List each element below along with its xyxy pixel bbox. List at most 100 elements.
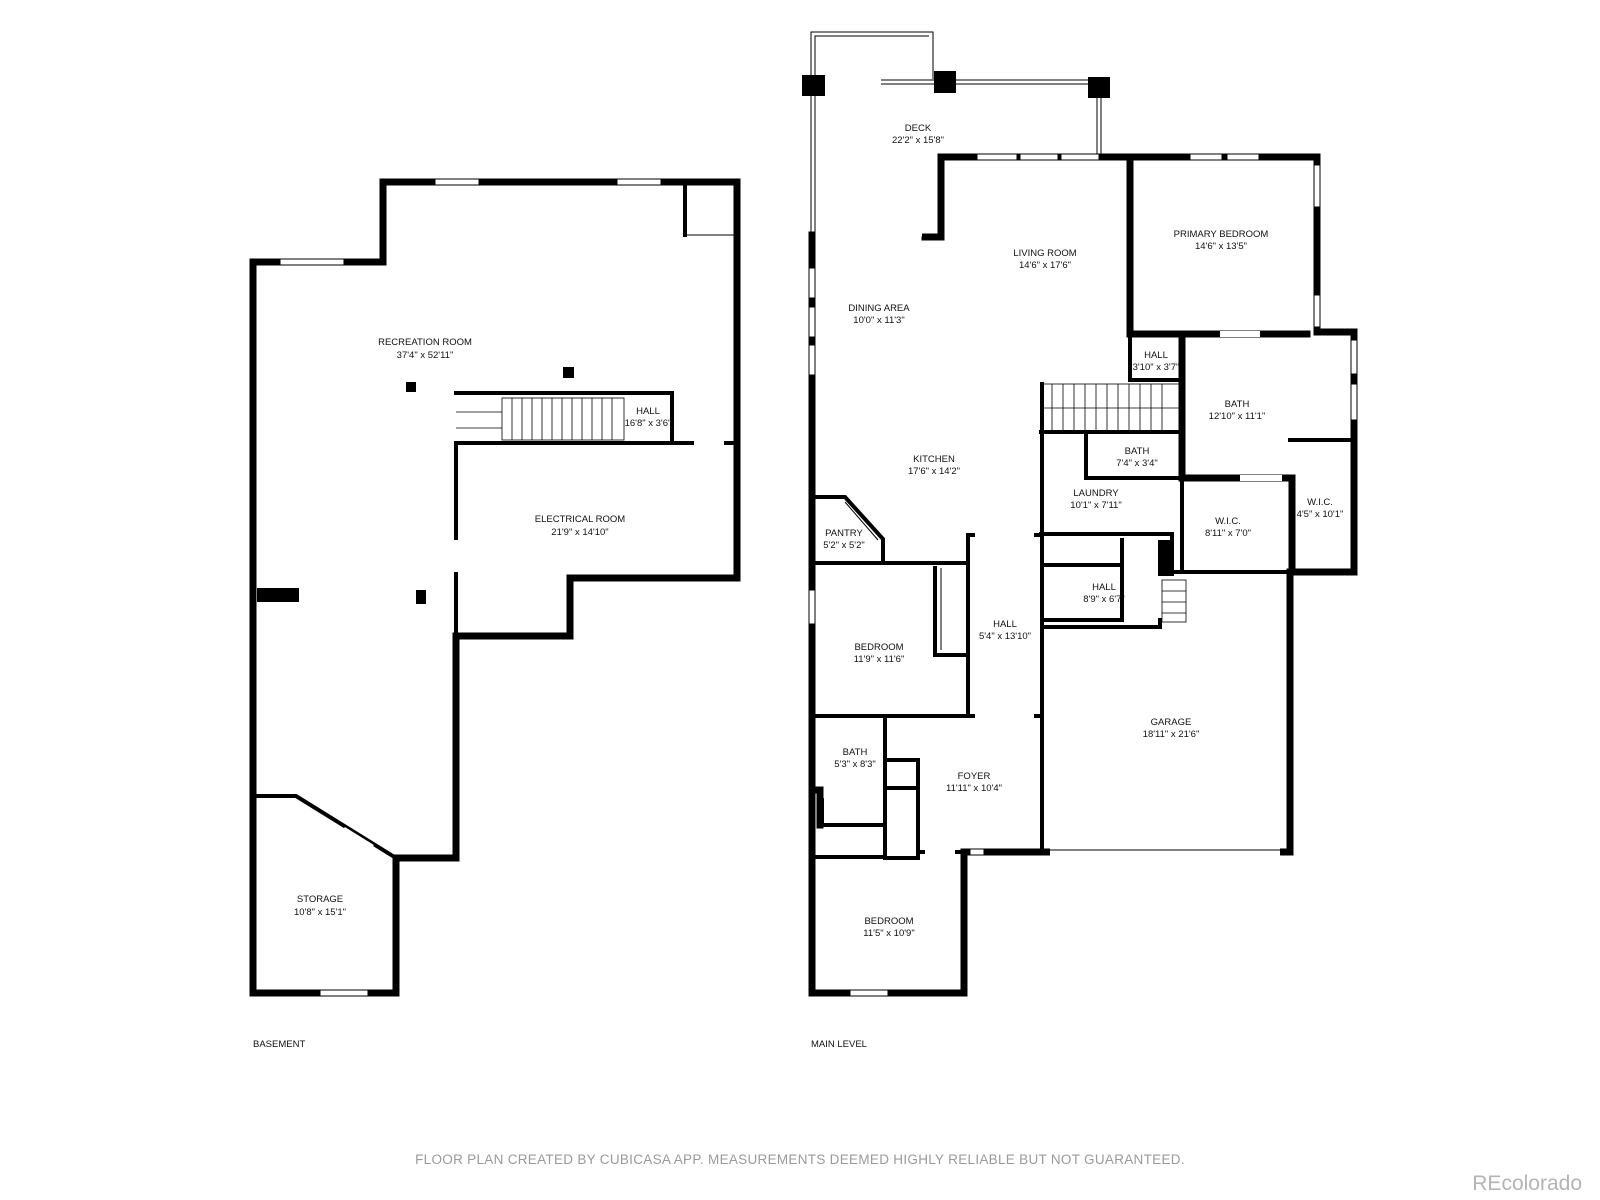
main-window [808,267,816,299]
room-size-bedroom-1: 11'9" x 11'6" [854,654,905,665]
basement-stairs [456,397,625,441]
room-size-dining: 10'0" x 11'3" [853,315,904,326]
main-window [1350,339,1358,375]
main-stairs [1040,383,1183,433]
basement-window [319,989,369,997]
room-name-bedroom-1: BEDROOM [854,642,903,653]
pantry-wall [844,501,879,541]
room-size-small-bath: 7'4" x 3'4" [1116,458,1158,469]
deck-post [934,71,956,93]
room-name-basement-hall: HALL [636,406,660,417]
deck-railing [810,31,934,86]
room-size-primary-bedroom: 14'6" x 13'5" [1195,241,1247,252]
interior-wall [820,714,887,827]
main-window [1019,153,1059,161]
room-size-deck: 22'2" x 15'8" [892,135,944,146]
room-name-pantry: PANTRY [825,528,863,539]
room-name-bedroom-2: BEDROOM [864,916,913,927]
room-size-bedroom-2: 11'5" x 10'9" [863,928,914,939]
mechanical-nook-wall [684,182,737,236]
main-level-plan: DECK 22'2" x 15'8" LIVING ROOM 14'6" x 1… [802,31,1358,997]
basement-window [279,258,345,266]
room-size-kitchen: 17'6" x 14'2" [908,466,960,477]
interior-wall [1084,430,1184,480]
main-window [1226,153,1260,161]
room-name-small-bath: BATH [1125,446,1150,457]
room-name-primary-bedroom: PRIMARY BEDROOM [1174,229,1269,240]
room-name-kitchen: KITCHEN [913,454,955,465]
basement-door-opening [341,827,374,851]
basement-plan: RECREATION ROOM 37'4" x 52'11" HALL 16'8… [249,178,741,997]
room-name-wic-small: W.I.C. [1307,497,1333,508]
room-size-wic-small: 4'5" x 10'1" [1297,509,1344,520]
room-size-hall-middle: 8'9" x 6'7" [1083,594,1125,605]
room-name-primary-bath: BATH [1225,399,1250,410]
room-size-foyer: 11'11" x 10'4" [946,783,1002,794]
support-column [416,590,426,604]
pantry-wall [810,495,885,565]
interior-wall [1040,618,1162,854]
disclaimer-text: FLOOR PLAN CREATED BY CUBICASA APP. MEAS… [415,1152,1185,1167]
interior-wall [883,758,920,860]
support-column [563,367,574,378]
brand-watermark: REcolorado [1472,1172,1582,1195]
room-name-recreation: RECREATION ROOM [378,337,472,348]
main-window [808,344,816,376]
basement-window [616,178,662,186]
main-window [976,153,1018,161]
room-name-foyer: FOYER [958,771,991,782]
room-name-bath-front: BATH [843,747,868,758]
room-name-hall-middle: HALL [1092,582,1116,593]
deck-railing [814,35,929,86]
main-window [1189,153,1223,161]
storage-partition-wall [251,794,399,861]
room-size-recreation: 37'4" x 52'11" [397,350,454,361]
deck-post [802,75,825,96]
interior-wall [808,786,824,829]
room-size-wic-large: 8'11" x 7'0" [1205,528,1251,539]
room-size-laundry: 10'1" x 7'11" [1070,500,1121,511]
room-size-pantry: 5'2" x 5'2" [823,540,865,551]
room-name-storage: STORAGE [297,894,343,905]
main-outer-wall [808,231,1044,997]
room-size-primary-bath: 12'10" x 11'1" [1209,411,1266,422]
room-size-storage: 10'8" x 15'1" [294,907,346,918]
room-size-garage: 18'11" x 21'6" [1143,729,1200,740]
room-size-bath-front: 5'3" x 8'3" [834,759,876,770]
main-window [849,989,889,997]
deck-post [1088,77,1110,98]
room-name-garage: GARAGE [1151,717,1192,728]
main-window [1313,164,1321,208]
garage-steps [1158,540,1187,623]
room-name-electrical: ELECTRICAL ROOM [535,514,626,525]
room-size-basement-hall: 16'8" x 3'6" [625,418,672,429]
room-size-hall-long: 5'4" x 13'10" [979,631,1031,642]
room-size-living: 14'6" x 17'6" [1019,260,1071,271]
room-name-hall-upper: HALL [1144,350,1168,361]
basement-outer-wall [249,178,741,997]
room-name-laundry: LAUNDRY [1073,488,1119,499]
support-column [406,382,416,392]
room-name-living: LIVING ROOM [1013,248,1076,259]
room-size-electrical: 21'9" x 14'10" [551,527,608,538]
main-window [969,848,985,856]
interior-wall [1040,538,1124,622]
room-name-deck: DECK [905,123,932,134]
main-window [1350,383,1358,421]
main-window [808,589,816,625]
support-column [257,588,299,602]
level-label-main: MAIN LEVEL [811,1039,867,1050]
basement-hall-wall [454,391,674,445]
room-name-hall-long: HALL [993,619,1017,630]
interior-wall [933,566,970,657]
main-outer-wall [921,153,945,241]
room-size-hall-upper: 3'10" x 3'7" [1133,362,1180,373]
main-window [1060,153,1100,161]
level-label-basement: BASEMENT [253,1039,305,1050]
room-name-wic-large: W.I.C. [1215,516,1241,527]
room-name-dining: DINING AREA [848,303,910,314]
main-window [1313,294,1321,328]
basement-window [434,178,480,186]
main-window [808,306,816,338]
